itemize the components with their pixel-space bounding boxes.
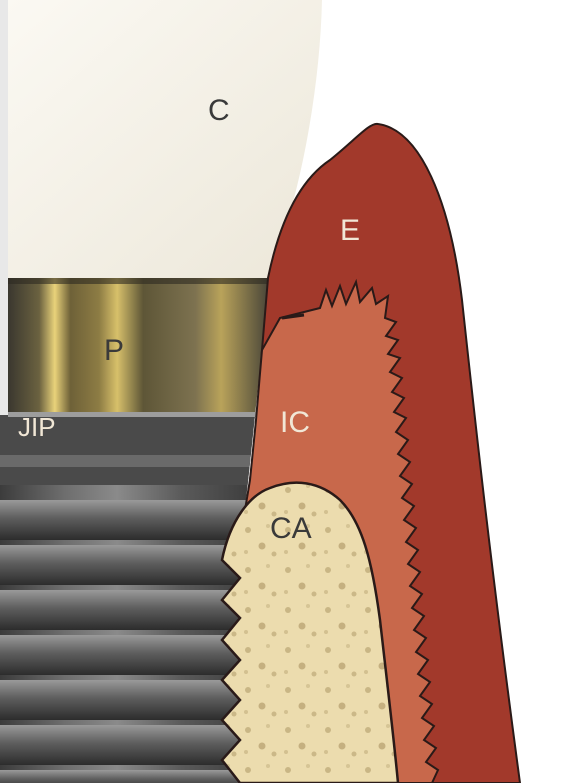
label-crown: C <box>208 94 230 127</box>
crown <box>8 0 322 278</box>
label-pillar: P <box>104 334 124 367</box>
implant-body <box>0 415 260 783</box>
label-epithelium: E <box>340 214 360 247</box>
label-connective: IC <box>280 406 310 439</box>
label-bone: CA <box>270 512 312 545</box>
pillar <box>8 278 268 415</box>
label-junction: JIP <box>18 412 56 442</box>
pillar-top-edge <box>8 278 268 284</box>
